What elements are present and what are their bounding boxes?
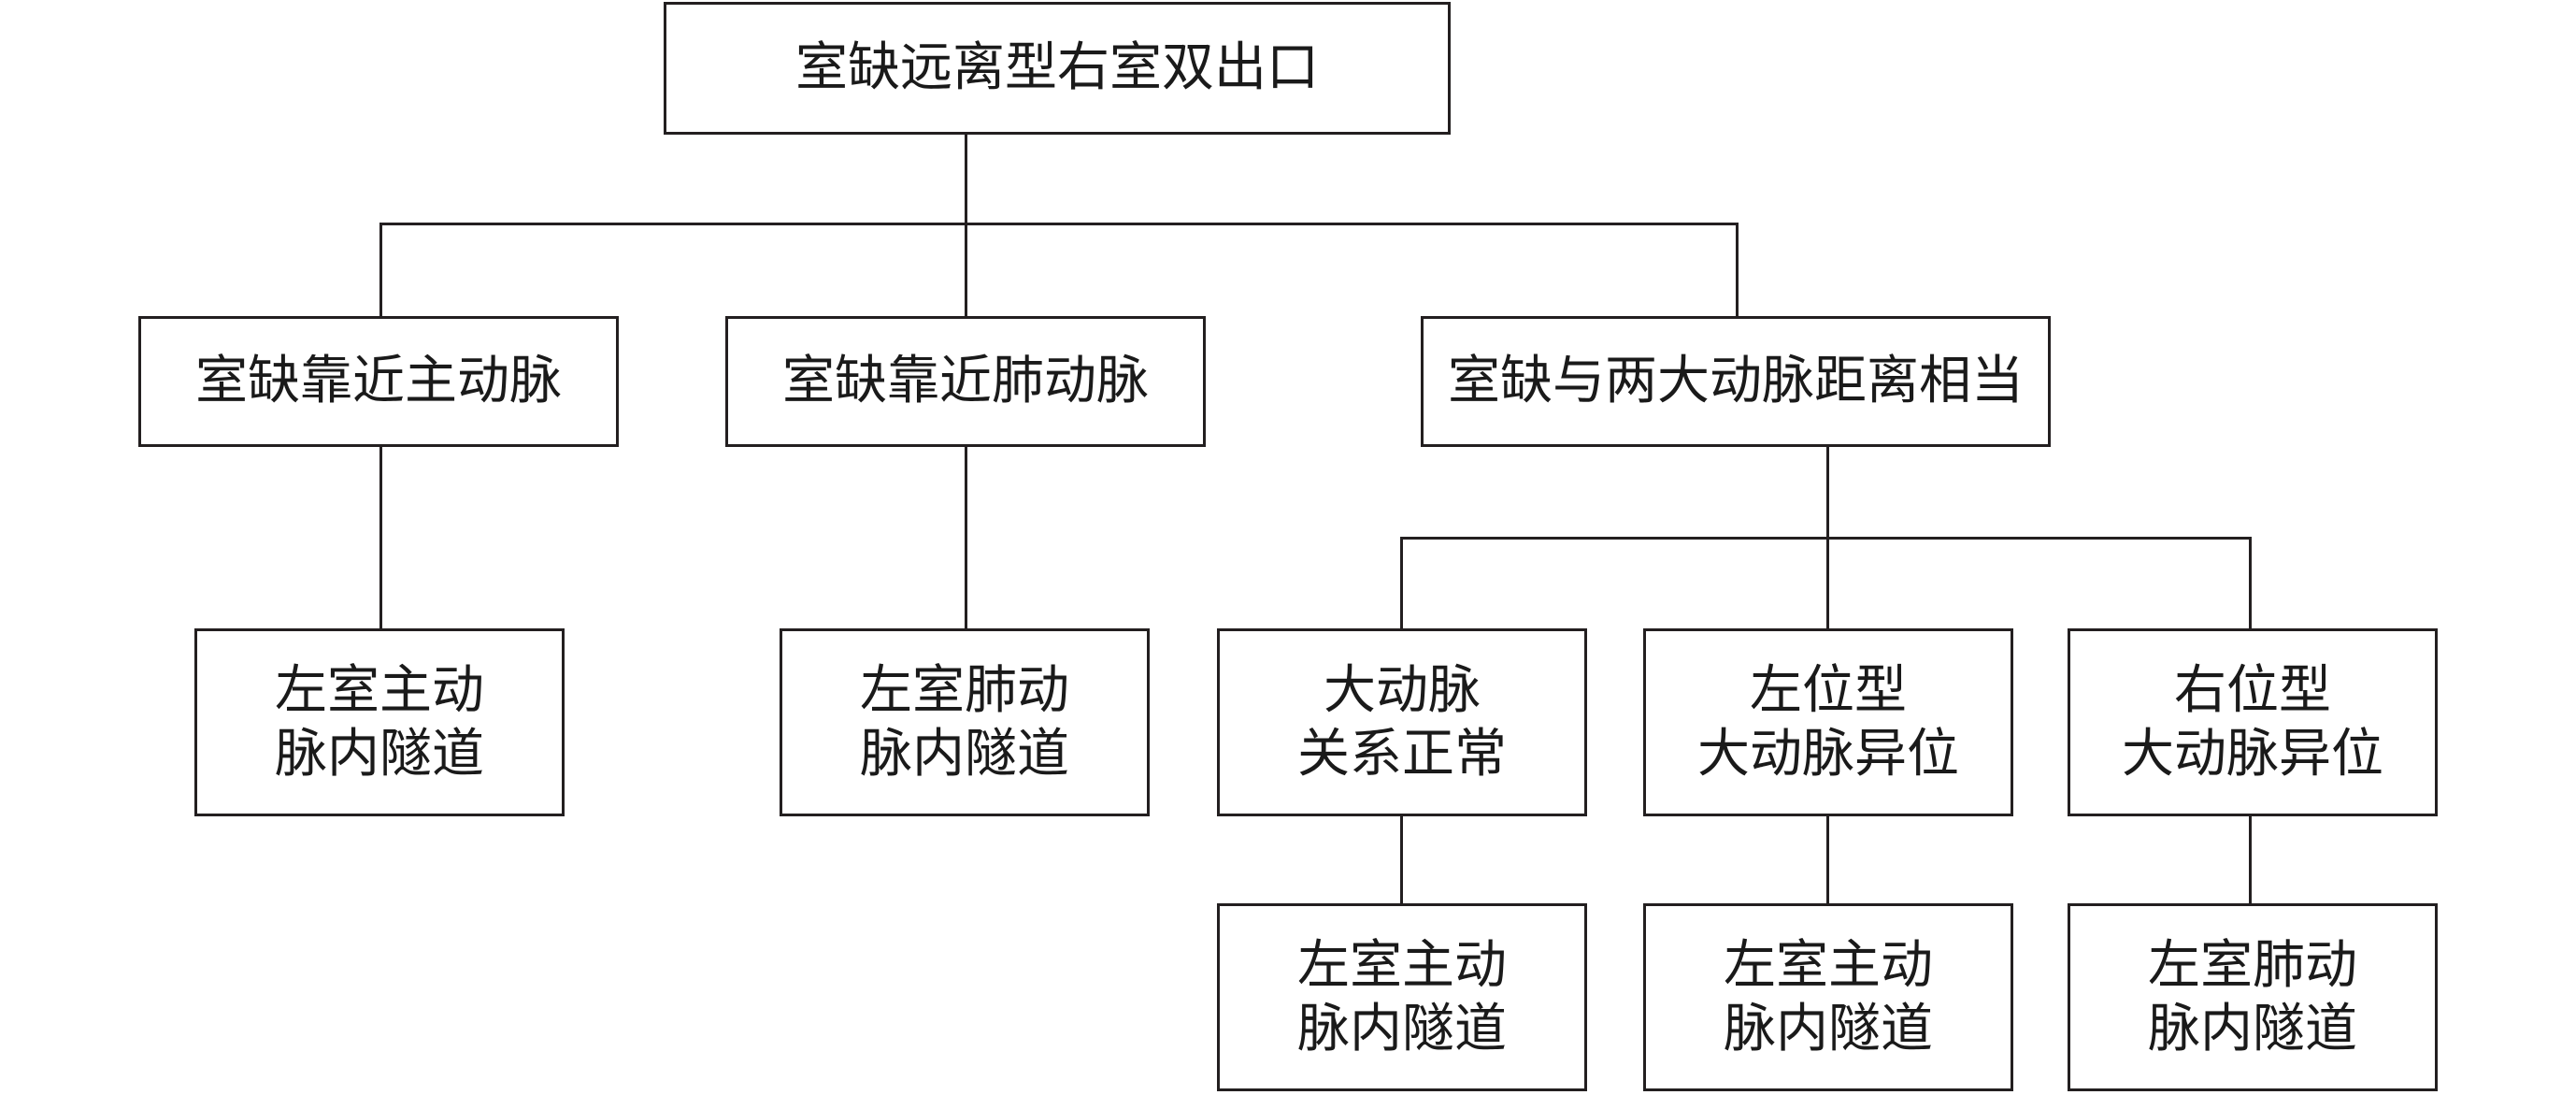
- level3-line1: 左室肺动: [2148, 935, 2357, 997]
- level2-node: 大动脉 关系正常: [1217, 628, 1587, 816]
- connector: [965, 445, 967, 630]
- level2-line1: 左室肺动: [860, 660, 1069, 722]
- level3-node: 左室主动 脉内隧道: [1217, 903, 1587, 1091]
- root-label: 室缺远离型右室双出口: [795, 37, 1319, 99]
- level1-node-equidistant: 室缺与两大动脉距离相当: [1421, 316, 2051, 447]
- connector: [1400, 537, 1403, 630]
- level2-node: 右位型 大动脉异位: [2068, 628, 2438, 816]
- connector: [1400, 814, 1403, 905]
- level2-line2: 大动脉异位: [2122, 723, 2383, 785]
- level2-line2: 大动脉异位: [1697, 723, 1959, 785]
- level2-line1: 左室主动: [275, 660, 484, 722]
- connector: [2249, 814, 2252, 905]
- connector: [379, 223, 1739, 225]
- level3-node: 左室主动 脉内隧道: [1643, 903, 2013, 1091]
- level2-line2: 脉内隧道: [275, 723, 484, 785]
- connector: [965, 223, 967, 318]
- level2-line1: 大动脉: [1324, 660, 1481, 722]
- level3-line1: 左室主动: [1297, 935, 1507, 997]
- level2-line1: 右位型: [2174, 660, 2331, 722]
- level1-label: 室缺靠近主动脉: [195, 351, 562, 412]
- level3-line2: 脉内隧道: [2148, 998, 2357, 1059]
- level1-node-pulmonary: 室缺靠近肺动脉: [725, 316, 1206, 447]
- level2-node: 左位型 大动脉异位: [1643, 628, 2013, 816]
- connector: [1736, 223, 1739, 318]
- connector: [379, 223, 382, 318]
- level1-label: 室缺与两大动脉距离相当: [1448, 351, 2024, 412]
- level3-node: 左室肺动 脉内隧道: [2068, 903, 2438, 1091]
- level3-line1: 左室主动: [1724, 935, 1933, 997]
- connector: [379, 445, 382, 630]
- level3-line2: 脉内隧道: [1297, 998, 1507, 1059]
- connector: [965, 133, 967, 224]
- level2-line2: 关系正常: [1297, 723, 1507, 785]
- connector: [1826, 814, 1829, 905]
- connector: [2249, 537, 2252, 630]
- connector: [1826, 537, 1829, 630]
- level3-line2: 脉内隧道: [1724, 998, 1933, 1059]
- root-node: 室缺远离型右室双出口: [664, 2, 1451, 135]
- connector: [1826, 445, 1829, 539]
- level2-line1: 左位型: [1750, 660, 1907, 722]
- level1-label: 室缺靠近肺动脉: [782, 351, 1149, 412]
- level1-node-aorta: 室缺靠近主动脉: [138, 316, 619, 447]
- level2-line2: 脉内隧道: [860, 723, 1069, 785]
- level2-node: 左室肺动 脉内隧道: [780, 628, 1150, 816]
- connector: [1400, 537, 2252, 540]
- level2-node: 左室主动 脉内隧道: [194, 628, 565, 816]
